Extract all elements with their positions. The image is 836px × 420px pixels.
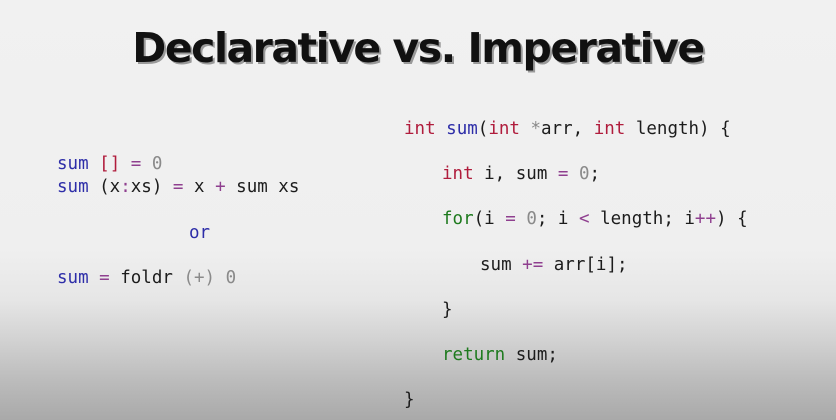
for-keyword: for <box>442 209 474 229</box>
c-for-loop-header: for(i = 0; i < length; i++) { <box>442 208 748 230</box>
c-loop-body: sum += arr[i]; <box>480 254 628 276</box>
slide-title: Declarative vs. Imperative <box>132 24 705 72</box>
plus-equals-operator: += <box>522 255 544 275</box>
c-outer-close-brace: } <box>404 390 415 410</box>
semicolon: ; <box>589 164 601 184</box>
space <box>516 209 527 229</box>
zero-literal: 0 <box>151 154 163 174</box>
loop-init: (i <box>473 209 506 229</box>
space <box>436 119 447 139</box>
pattern-head: (x <box>88 177 121 197</box>
zero-literal: 0 <box>526 209 537 229</box>
equals-operator: = <box>130 154 142 174</box>
loop-condition: ; i <box>536 209 580 229</box>
int-keyword: int <box>488 119 520 139</box>
c-inner-close-brace: } <box>442 300 453 320</box>
loop-length: length; i <box>589 209 695 229</box>
equals-operator: = <box>557 164 569 184</box>
haskell-line-foldr: sum = foldr (+) 0 <box>57 267 236 289</box>
empty-list: [] <box>99 154 121 174</box>
sum-target: sum <box>480 255 523 275</box>
sum-identifier: sum <box>57 268 89 288</box>
open-paren: ( <box>477 119 489 139</box>
c-function-signature: int sum(int *arr, int length) { <box>404 118 731 140</box>
sum-function-name: sum <box>446 119 478 139</box>
equals-operator: = <box>505 209 516 229</box>
return-keyword: return <box>442 345 506 365</box>
space <box>89 154 100 174</box>
less-than-operator: < <box>579 209 590 229</box>
pointer-star: * <box>519 119 541 139</box>
int-keyword: int <box>442 164 474 184</box>
equals-operator: = <box>99 268 110 288</box>
space <box>568 164 579 184</box>
int-keyword: int <box>593 119 626 139</box>
c-declaration-line: int i, sum = 0; <box>442 163 600 185</box>
pattern-tail: xs) <box>130 177 173 197</box>
length-param: length) { <box>625 119 731 139</box>
recursive-call: sum xs <box>225 177 300 197</box>
cons-operator: : <box>120 177 131 197</box>
arr-param: arr, <box>541 119 594 139</box>
space <box>141 154 152 174</box>
c-return-line: return sum; <box>442 344 558 366</box>
zero-literal: 0 <box>225 268 237 288</box>
return-value: sum; <box>505 345 558 365</box>
plus-operator: + <box>215 177 226 197</box>
loop-close: ) { <box>716 209 748 229</box>
plus-section: (+) <box>183 268 216 288</box>
array-access: arr[i]; <box>543 255 628 275</box>
space <box>215 268 226 288</box>
haskell-line-base-case: sum [] = 0 <box>57 153 162 175</box>
zero-literal: 0 <box>579 164 590 184</box>
space <box>120 154 131 174</box>
increment-operator: ++ <box>694 209 716 229</box>
equals-operator: = <box>172 177 184 197</box>
space <box>89 268 100 288</box>
sum-identifier: sum <box>57 154 89 174</box>
int-keyword: int <box>404 119 436 139</box>
haskell-line-recursive-case: sum (x:xs) = x + sum xs <box>57 176 299 198</box>
foldr-call: foldr <box>109 268 184 288</box>
declared-vars: i, sum <box>473 164 558 184</box>
x-term: x <box>183 177 216 197</box>
or-separator: or <box>189 223 211 243</box>
sum-identifier: sum <box>57 177 89 197</box>
